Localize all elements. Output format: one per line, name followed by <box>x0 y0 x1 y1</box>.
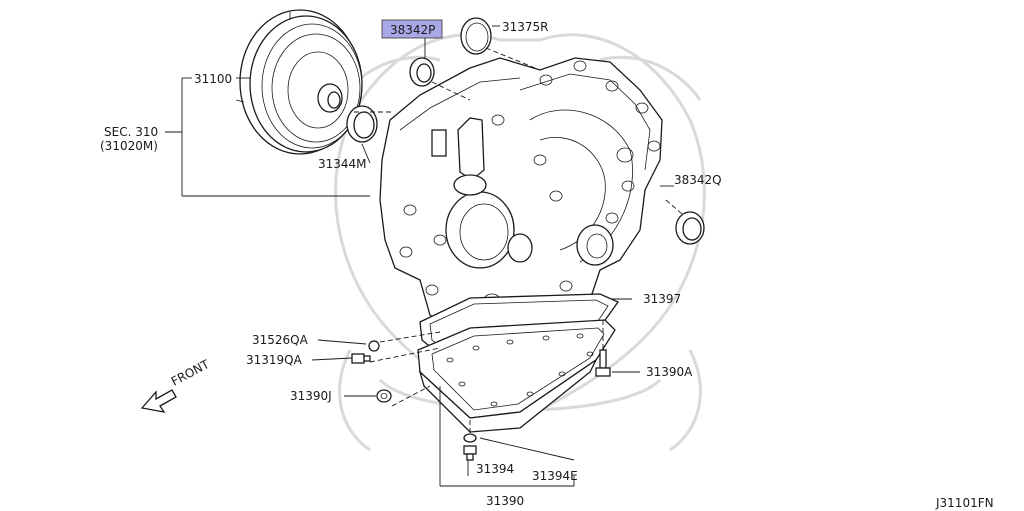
bolt-31390a <box>595 349 611 377</box>
seal-31375r <box>460 17 492 55</box>
transmission-case <box>379 57 663 336</box>
label-31390[interactable]: 31390 <box>486 494 524 508</box>
plug-31319qa <box>351 353 371 364</box>
torque-converter <box>235 9 363 155</box>
label-31397[interactable]: 31397 <box>643 292 681 306</box>
label-38342p[interactable]: 38342P <box>390 23 435 37</box>
front-label: FRONT <box>169 357 212 389</box>
oring-31526qa <box>368 340 380 352</box>
label-31319qa[interactable]: 31319QA <box>246 353 303 367</box>
drain-plug-31394 <box>463 445 477 461</box>
diagram-code: J31101FN <box>935 496 994 510</box>
label-31394e[interactable]: 31394E <box>532 469 578 483</box>
label-31390j[interactable]: 31390J <box>290 389 332 403</box>
label-sec310-sub: (31020M) <box>100 139 158 153</box>
label-31526qa[interactable]: 31526QA <box>252 333 309 347</box>
front-arrow: FRONT <box>140 357 212 413</box>
seal-38342p <box>409 57 435 87</box>
seal-31344m <box>346 105 378 143</box>
label-31394[interactable]: 31394 <box>476 462 514 476</box>
label-31390a[interactable]: 31390A <box>646 365 693 379</box>
label-sec310[interactable]: SEC. 310 <box>104 125 158 139</box>
label-31100[interactable]: 31100 <box>194 72 232 86</box>
label-31375r[interactable]: 31375R <box>502 20 549 34</box>
label-38342q[interactable]: 38342Q <box>674 173 722 187</box>
washer-31394e <box>463 433 477 443</box>
seal-38342q <box>675 211 705 245</box>
highlight-38342p <box>381 19 443 39</box>
oil-pan <box>417 319 616 433</box>
leader-lines <box>165 25 683 487</box>
label-31344m[interactable]: 31344M <box>318 157 367 171</box>
clip-31390j <box>376 389 392 403</box>
